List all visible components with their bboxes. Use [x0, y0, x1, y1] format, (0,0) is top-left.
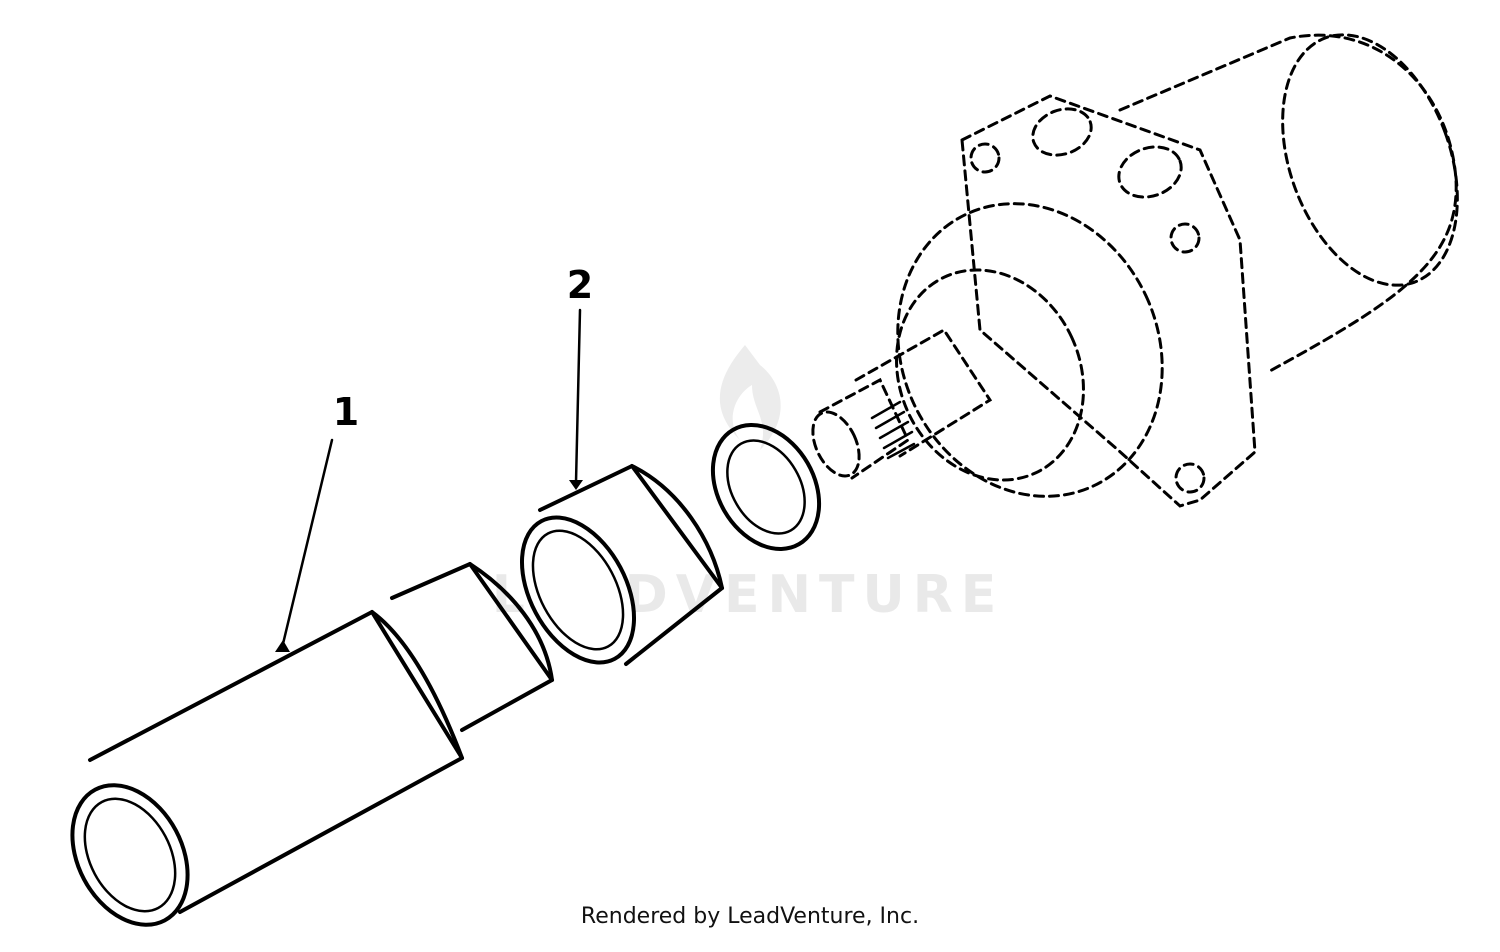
callout-2-arrowhead [569, 480, 583, 490]
watermark-flame-icon [719, 345, 781, 450]
callout-1-number: 1 [333, 390, 359, 434]
callout-2-number: 2 [567, 263, 593, 307]
callout-2: 2 [567, 263, 593, 490]
part-1-tube [70, 562, 554, 927]
callout-2-leader [574, 308, 582, 484]
part-2-bushing [519, 464, 724, 666]
washer [710, 423, 822, 551]
callout-1-leader [280, 438, 334, 650]
render-credit: Rendered by LeadVenture, Inc. [580, 904, 920, 929]
callout-1-arrowhead [275, 640, 290, 652]
hydraulic-motor [811, 33, 1459, 508]
callout-1: 1 [275, 390, 359, 652]
